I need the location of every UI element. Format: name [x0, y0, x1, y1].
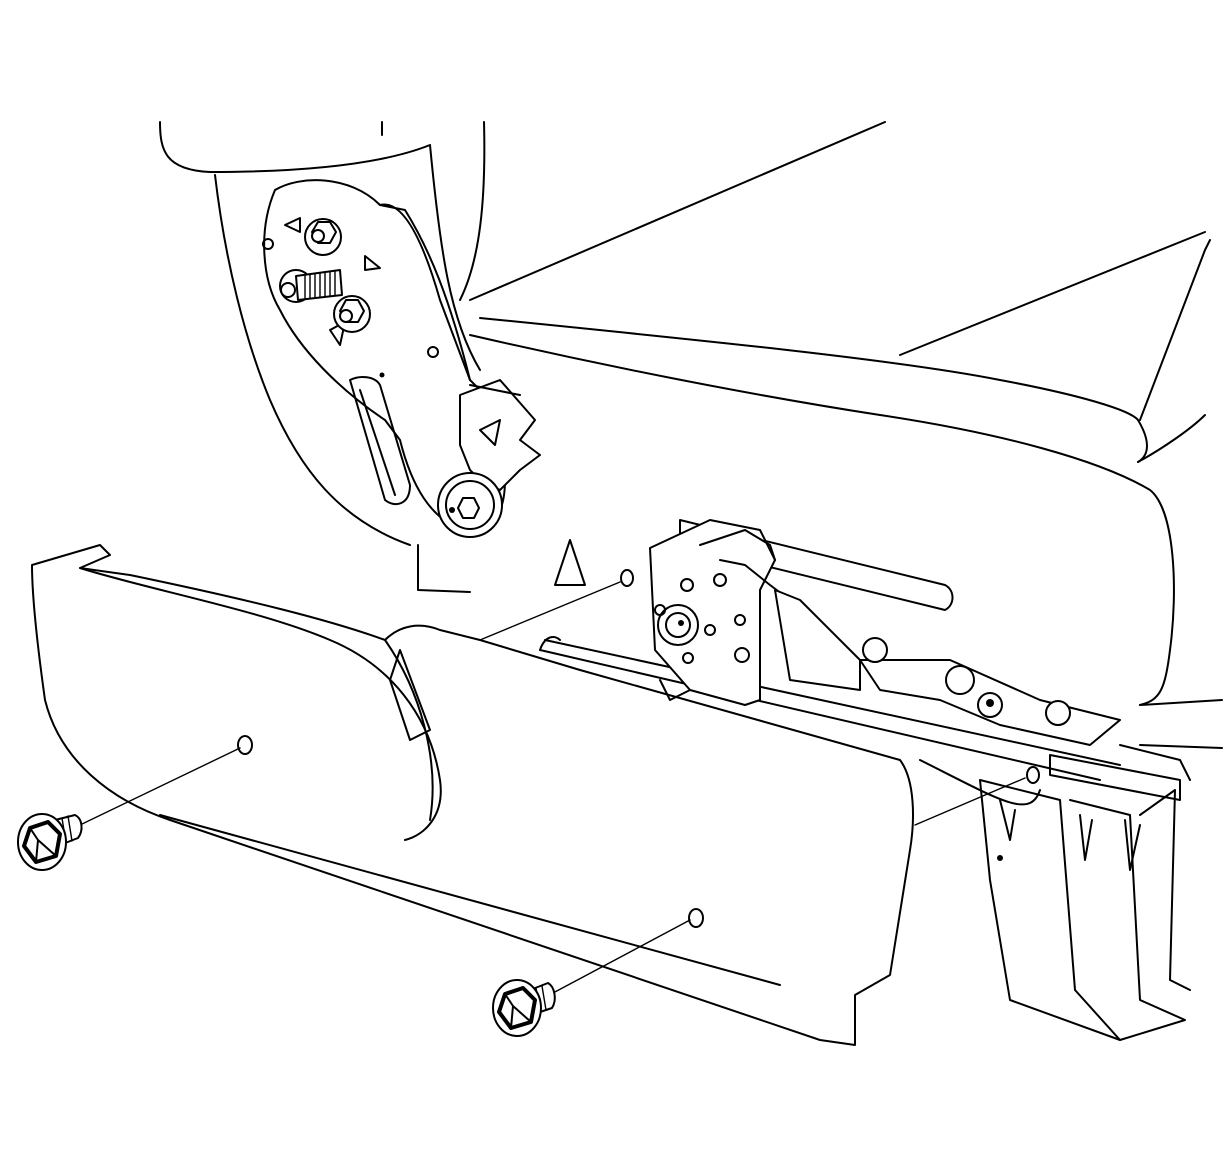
side-cover-panel-icon — [31, 544, 1041, 1046]
leader-line-icon — [79, 581, 1026, 994]
recliner-bolt-icon — [279, 218, 371, 333]
flange-bolt-icon — [17, 813, 83, 871]
seat-back-outline-icon — [159, 121, 486, 546]
seat-cushion-outline-icon — [417, 121, 1223, 749]
seat-frame-leg-icon — [979, 779, 1191, 1041]
recliner-latch-icon — [437, 379, 541, 538]
mounting-hole-icon — [237, 569, 1040, 928]
alignment-mark-icon — [554, 539, 586, 586]
flange-bolt-icon — [492, 979, 556, 1037]
seat-adjuster-bracket-icon — [649, 519, 1121, 746]
